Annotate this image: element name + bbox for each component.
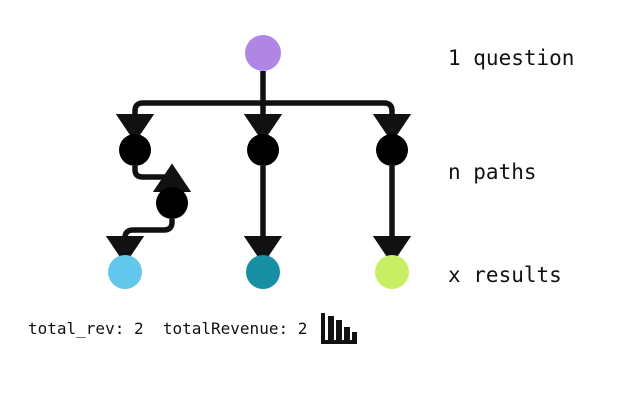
result-node-right[interactable] <box>375 255 409 289</box>
connector-root-to-right-path <box>263 100 412 143</box>
path-node-left[interactable] <box>119 134 151 166</box>
footer-metrics-row: total_rev: 2 totalRevenue: 2 <box>28 312 359 346</box>
result-node-center[interactable] <box>246 255 280 289</box>
path-node-center[interactable] <box>247 134 279 166</box>
connector-group <box>105 71 412 265</box>
root-node[interactable] <box>245 35 281 71</box>
path-node-right[interactable] <box>376 134 408 166</box>
bar-chart-icon[interactable] <box>319 312 359 346</box>
connector-second-path-to-left-result <box>105 219 175 265</box>
result-node-left[interactable] <box>108 255 142 289</box>
node-group <box>108 35 409 289</box>
connector-left-to-second-path <box>132 163 192 193</box>
stage-label-results: x results <box>448 263 562 287</box>
stage-label-question: 1 question <box>448 46 575 70</box>
connector-root-to-left-path <box>115 100 263 143</box>
metric-total-revenue: totalRevenue: 2 <box>162 319 308 338</box>
path-node-left-second[interactable] <box>156 187 188 219</box>
metric-separator <box>144 321 163 337</box>
metric-total-rev: total_rev: 2 <box>28 319 144 338</box>
stage-label-paths: n paths <box>448 160 537 184</box>
